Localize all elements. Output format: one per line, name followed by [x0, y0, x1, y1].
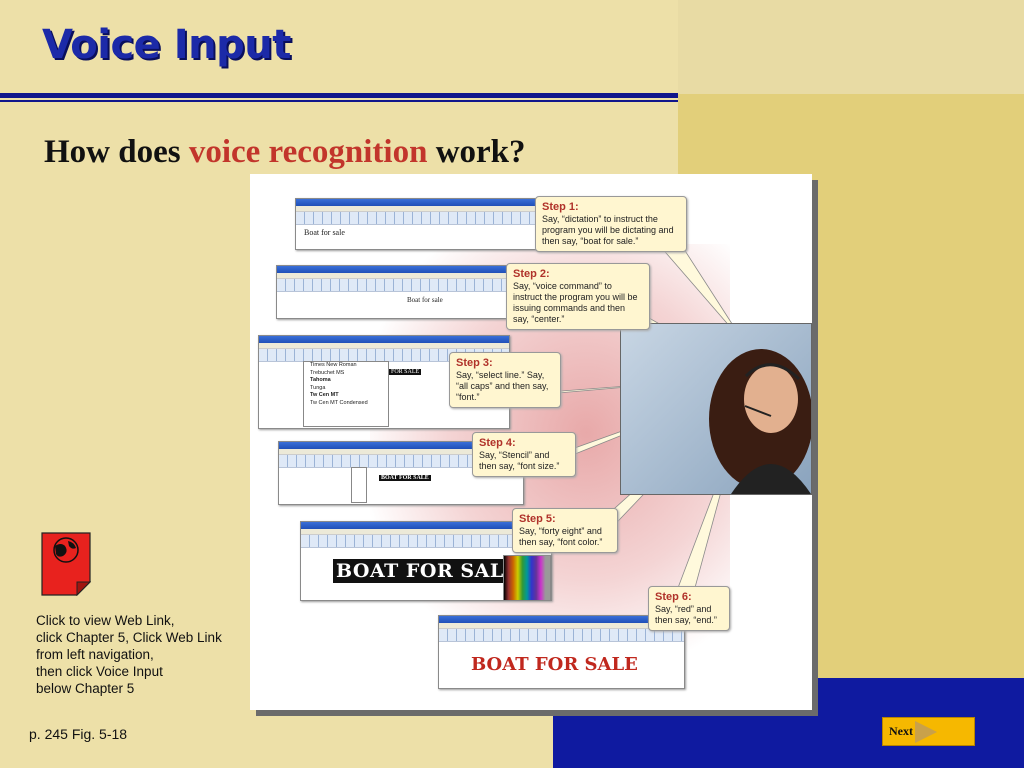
toolbar [296, 212, 546, 225]
menu-bar [439, 623, 684, 629]
document-text: Boat for sale [407, 296, 443, 304]
step-label: Step 1: [542, 201, 579, 213]
font-option: Tw Cen MT [310, 392, 339, 398]
person-illustration [709, 349, 812, 494]
word-window-1: Boat for sale [295, 198, 547, 250]
step-text: Say, “red” and then say, “end.” [655, 604, 717, 625]
menu-bar [259, 343, 509, 349]
step-text: Say, “dictation” to instruct the program… [542, 214, 674, 246]
next-label: Next [889, 724, 913, 738]
step-4-callout: Step 4: Say, “Stencil” and then say, “fo… [472, 432, 576, 477]
title-bar [301, 522, 551, 529]
font-option: Times New Roman [310, 362, 357, 368]
font-option: Tahoma [310, 377, 331, 383]
title-bar [279, 442, 523, 449]
menu-bar [301, 529, 551, 535]
step-text: Say, “Stencil” and then say, “font size.… [479, 450, 560, 471]
subtitle-part-2: work? [427, 134, 526, 170]
color-palette [503, 555, 551, 601]
font-size-list [351, 467, 367, 503]
document-text: Boat for sale [304, 228, 345, 237]
title-rule-thin [0, 100, 678, 102]
document-text: BOAT FOR SALE [471, 654, 638, 675]
toolbar [279, 455, 523, 468]
title-bar [277, 266, 531, 273]
font-dropdown-list: Times New Roman Trebuchet MS Tahoma Tung… [303, 361, 389, 427]
toolbar [277, 279, 531, 292]
document-text: BOAT FOR SALE [379, 475, 431, 481]
word-window-5: BOAT FOR SAL [300, 521, 552, 601]
step-text: Say, “select line.” Say, “all caps” and … [456, 370, 549, 402]
person-with-headset-photo [620, 323, 812, 495]
title-bar [259, 336, 509, 343]
instruction-line: then click Voice Input [36, 664, 163, 679]
step-label: Step 5: [519, 513, 556, 525]
globe-page-icon[interactable] [41, 532, 92, 597]
instruction-line: from left navigation, [36, 647, 154, 662]
toolbar [301, 535, 551, 548]
slide-subtitle: How does voice recognition work? [44, 134, 526, 171]
title-bar [296, 199, 546, 206]
slide-title: Voice Input [42, 22, 291, 68]
instruction-line: below Chapter 5 [36, 681, 135, 696]
document-text: BOAT FOR SAL [333, 559, 507, 583]
menu-bar [277, 273, 531, 279]
menu-bar [296, 206, 546, 212]
step-label: Step 4: [479, 437, 516, 449]
subtitle-part-1: How does [44, 134, 189, 170]
web-link-icon-graphic [41, 532, 92, 597]
menu-bar [279, 449, 523, 455]
step-text: Say, “voice command” to instruct the pro… [513, 281, 638, 324]
step-5-callout: Step 5: Say, “forty eight” and then say,… [512, 508, 618, 553]
title-rule [0, 93, 678, 98]
arrow-right-icon [915, 720, 937, 743]
subtitle-accent: voice recognition [188, 134, 428, 170]
background-panel-top [678, 0, 1024, 94]
word-window-6: BOAT FOR SALE [438, 615, 685, 689]
title-bar [439, 616, 684, 623]
web-link-instructions: Click to view Web Link, click Chapter 5,… [36, 612, 222, 697]
step-3-callout: Step 3: Say, “select line.” Say, “all ca… [449, 352, 561, 408]
toolbar [439, 629, 684, 642]
step-2-callout: Step 2: Say, “voice command” to instruct… [506, 263, 650, 330]
word-window-3: Times New Roman Trebuchet MS Tahoma Tung… [258, 335, 510, 429]
page-reference: p. 245 Fig. 5-18 [29, 726, 128, 742]
step-label: Step 2: [513, 268, 550, 280]
figure-panel: Boat for sale Boat for sale Times New Ro… [250, 174, 812, 710]
font-option: Tw Cen MT Condensed [310, 399, 368, 406]
instruction-line: Click to view Web Link, [36, 613, 175, 628]
step-1-callout: Step 1: Say, “dictation” to instruct the… [535, 196, 687, 252]
font-option: Tunga [310, 384, 326, 391]
word-window-2: Boat for sale [276, 265, 532, 319]
font-option: Trebuchet MS [310, 369, 345, 376]
step-6-callout: Step 6: Say, “red” and then say, “end.” [648, 586, 730, 631]
selected-text: FOR SALE [389, 369, 422, 375]
step-label: Step 3: [456, 357, 493, 369]
next-button[interactable]: Next [882, 717, 975, 746]
step-label: Step 6: [655, 591, 692, 603]
step-text: Say, “forty eight” and then say, “font c… [519, 526, 603, 547]
instruction-line: click Chapter 5, Click Web Link [36, 630, 222, 645]
